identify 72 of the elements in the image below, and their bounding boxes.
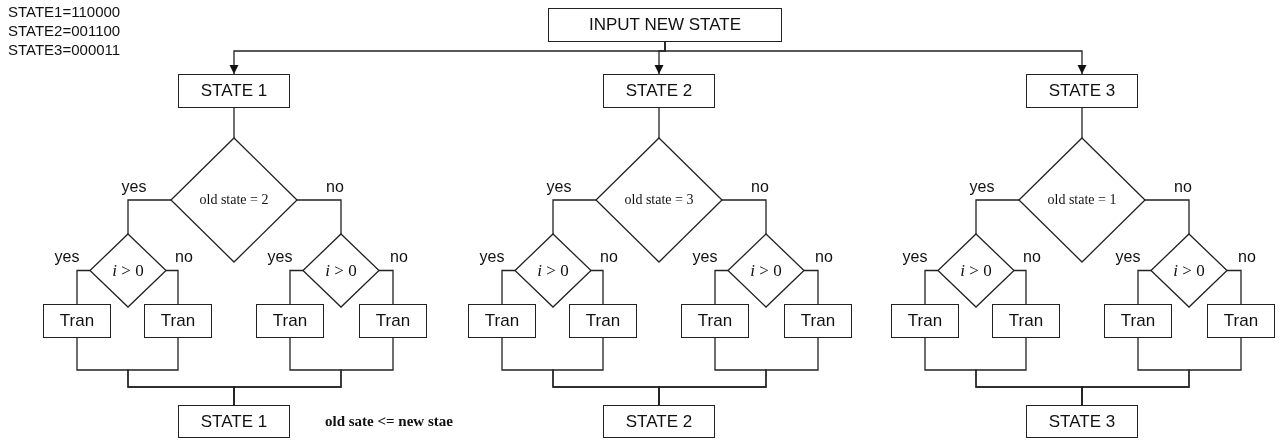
note-text: old sate <= new stae <box>325 412 453 431</box>
connector-line <box>924 269 939 305</box>
connector-line <box>165 269 179 305</box>
edge-label: no <box>174 248 194 265</box>
connector-line <box>296 199 342 235</box>
connector-line <box>1013 269 1027 305</box>
edge-label: no <box>1173 179 1193 195</box>
state-box: STATE 2 <box>603 74 715 108</box>
connector-line <box>501 269 516 305</box>
state-box: INPUT NEW STATE <box>548 8 782 42</box>
process-box: Tran <box>891 304 959 338</box>
process-box: Tran <box>569 304 637 338</box>
connector-line <box>803 269 819 305</box>
state-box: STATE 1 <box>178 74 290 108</box>
connector-line <box>378 269 394 305</box>
connector-line <box>1226 269 1242 305</box>
process-box: Tran <box>43 304 111 338</box>
connector-line <box>552 199 597 235</box>
connector-line <box>1137 269 1152 305</box>
decision-diamond: i > 0 <box>515 234 591 307</box>
state-encoding-text: STATE1=110000 <box>8 2 121 21</box>
process-box: Tran <box>784 304 852 338</box>
connector-line <box>233 337 394 406</box>
process-box: Tran <box>1104 304 1172 338</box>
process-box: Tran <box>681 304 749 338</box>
connector-line <box>658 337 819 406</box>
connector-line <box>127 199 172 235</box>
edge-label: yes <box>120 179 148 195</box>
state-encoding-text: STATE2=001100 <box>8 21 121 40</box>
connector-line <box>1081 107 1083 139</box>
edge-label: no <box>750 179 770 195</box>
edge-label: no <box>1237 248 1257 265</box>
edge-label: yes <box>691 248 719 265</box>
connector-line <box>76 269 91 305</box>
edge-label: no <box>814 248 834 265</box>
connector-line <box>1081 337 1242 406</box>
edge-label: no <box>1022 248 1042 265</box>
decision-diamond: i > 0 <box>90 234 166 307</box>
edge-label: yes <box>53 248 81 265</box>
state-box: STATE 2 <box>603 405 715 438</box>
connector-line <box>714 269 729 305</box>
state-box: STATE 3 <box>1026 405 1138 438</box>
edge-label: no <box>325 179 345 195</box>
edge-label: yes <box>1114 248 1142 265</box>
process-box: Tran <box>992 304 1060 338</box>
process-box: Tran <box>468 304 536 338</box>
state-box: STATE 3 <box>1026 74 1138 108</box>
decision-diamond: i > 0 <box>1151 234 1227 307</box>
state-encoding-text: STATE3=000011 <box>8 40 121 59</box>
connector-line <box>658 107 660 139</box>
process-box: Tran <box>359 304 427 338</box>
decision-diamond: i > 0 <box>728 234 804 307</box>
edge-label: yes <box>901 248 929 265</box>
arrow <box>664 41 1087 75</box>
connector-line <box>289 269 304 305</box>
decision-diamond: i > 0 <box>303 234 379 307</box>
edge-label: yes <box>478 248 506 265</box>
connector-line <box>1144 199 1190 235</box>
connector-line <box>975 199 1020 235</box>
edge-label: no <box>389 248 409 265</box>
edge-label: yes <box>545 179 573 195</box>
state-box: STATE 1 <box>178 405 290 438</box>
connector-line <box>721 199 767 235</box>
edge-label: yes <box>266 248 294 265</box>
edge-label: no <box>599 248 619 265</box>
connector-line <box>233 107 235 139</box>
process-box: Tran <box>256 304 324 338</box>
process-box: Tran <box>144 304 212 338</box>
connector-line <box>590 269 604 305</box>
edge-label: yes <box>968 179 996 195</box>
decision-diamond: i > 0 <box>938 234 1014 307</box>
process-box: Tran <box>1207 304 1275 338</box>
